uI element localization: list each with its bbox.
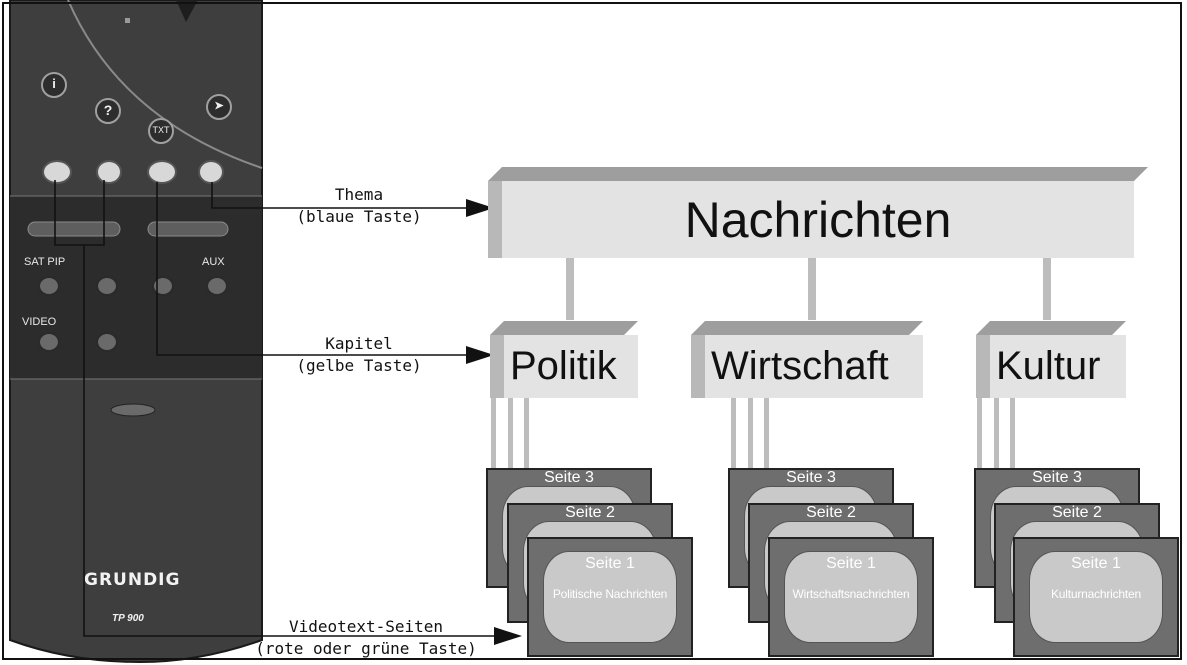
chapter-box-kultur: Kultur: [976, 321, 1126, 398]
thema-callout: Thema (blaue Taste): [294, 184, 424, 228]
help-glyph: ?: [103, 102, 113, 118]
page-detail: Kulturnachrichten: [1051, 587, 1141, 601]
tv-screen: [543, 551, 677, 643]
connector-post: [748, 396, 753, 500]
kapitel-callout: Kapitel (gelbe Taste): [294, 333, 424, 377]
chapter-label: Politik: [504, 335, 638, 398]
connector-post: [491, 396, 496, 478]
connector-post: [508, 396, 513, 500]
video-button[interactable]: [38, 332, 60, 352]
connector-post: [977, 396, 982, 478]
kapitel-sublabel: (gelbe Taste): [296, 356, 422, 375]
page-title: Seite 3: [1032, 469, 1082, 486]
sat-pip-button[interactable]: [38, 276, 60, 296]
seiten-label: Videotext-Seiten: [288, 617, 444, 636]
txt-label: TXT: [152, 125, 170, 135]
page-title: Seite 1: [826, 555, 876, 572]
topic-box: Nachrichten: [488, 167, 1148, 258]
arrow-icon[interactable]: [206, 94, 232, 120]
page-title: Seite 2: [565, 504, 615, 521]
pause-icon[interactable]: [147, 160, 177, 184]
seiten-sublabel: (rote oder grüne Taste): [255, 639, 477, 658]
connector-post: [731, 396, 736, 478]
connector-post: [764, 396, 769, 530]
page-card: Seite 1 Kulturnachrichten: [1013, 537, 1179, 657]
page-title: Seite 1: [1071, 555, 1121, 572]
thema-sublabel: (blaue Taste): [296, 207, 422, 226]
info-icon[interactable]: [41, 72, 67, 98]
connector-post: [524, 396, 529, 530]
page-title: Seite 3: [786, 469, 836, 486]
chapter-box-politik: Politik: [490, 321, 638, 398]
page-title: Seite 2: [1052, 504, 1102, 521]
tv-screen: [1029, 551, 1163, 643]
page-detail: Wirtschaftsnachrichten: [792, 587, 910, 601]
chapter-label: Kultur: [990, 335, 1126, 398]
chapter-label: Wirtschaft: [705, 335, 923, 398]
chapter-box-wirtschaft: Wirtschaft: [691, 321, 923, 398]
thema-label: Thema: [334, 185, 384, 204]
page-card: Seite 1 Wirtschaftsnachrichten: [768, 537, 934, 657]
page-title: Seite 2: [806, 504, 856, 521]
page-title: Seite 3: [544, 469, 594, 486]
help-icon[interactable]: [95, 98, 121, 124]
connector-post: [1043, 256, 1051, 320]
connector-post: [566, 256, 574, 320]
seiten-callout: Videotext-Seiten (rote oder grüne Taste): [236, 616, 496, 660]
txt-button[interactable]: [148, 118, 174, 144]
sat-pip-label: SAT PIP: [24, 256, 66, 268]
video-label: VIDEO: [22, 316, 57, 328]
info-glyph: i: [52, 76, 56, 91]
topic-label: Nachrichten: [502, 181, 1134, 258]
page-detail: Politische Nachrichten: [552, 587, 668, 601]
connector-post: [994, 396, 999, 500]
page-title: Seite 1: [585, 555, 635, 572]
page-card: Seite 1 Politische Nachrichten: [527, 537, 693, 657]
connector-post: [808, 256, 816, 320]
tv-screen: [784, 551, 918, 643]
arrow-glyph: ➤: [214, 100, 224, 112]
connector-post: [1010, 396, 1015, 530]
kapitel-label: Kapitel: [325, 334, 393, 353]
